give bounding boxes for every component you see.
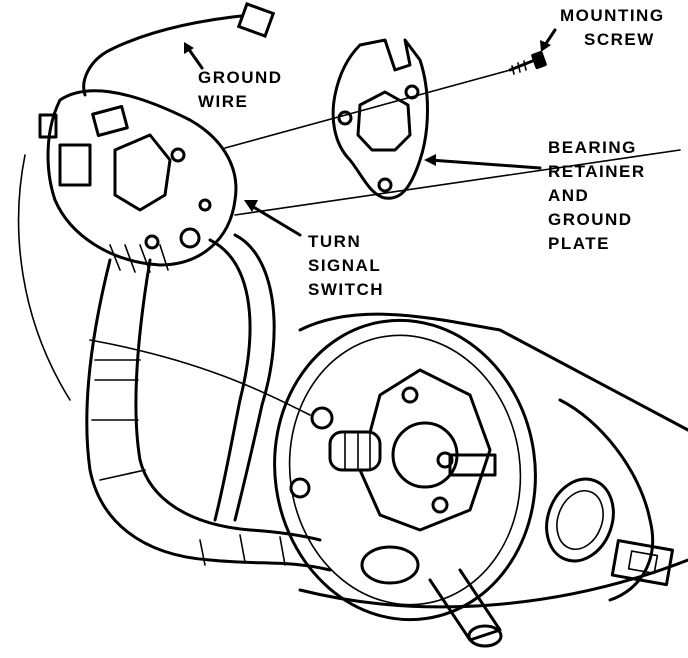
label-line: PLATE	[548, 234, 610, 253]
hazard-switch-knob	[545, 477, 675, 587]
turn-signal-lever-stub	[360, 545, 503, 648]
label-line: SCREW	[584, 30, 655, 49]
label-line: AND	[548, 186, 590, 205]
label-line: SIGNAL	[308, 256, 382, 275]
label-line: MOUNTING	[560, 6, 665, 25]
mounting-screw	[508, 50, 547, 75]
label-line: GROUND	[198, 68, 283, 87]
turn-signal-switch	[38, 89, 238, 273]
label-line: SWITCH	[308, 280, 385, 299]
label-line: TURN	[308, 232, 362, 251]
ground-wire-label: GROUND WIRE	[198, 66, 283, 114]
wiring-harness	[85, 233, 332, 572]
label-line: BEARING	[548, 138, 637, 157]
label-line: RETAINER	[548, 162, 646, 181]
ground-wire	[82, 2, 276, 97]
steering-shaft-assembly	[289, 368, 497, 532]
mounting-screw-label: MOUNTING SCREW	[560, 4, 665, 52]
bearing-retainer-plate	[331, 38, 429, 200]
label-line: GROUND	[548, 210, 633, 229]
bearing-retainer-label: BEARING RETAINER AND GROUND PLATE	[548, 136, 646, 256]
turn-signal-switch-label: TURN SIGNAL SWITCH	[308, 230, 384, 302]
leader-lines	[17, 28, 681, 416]
label-line: WIRE	[198, 92, 249, 111]
